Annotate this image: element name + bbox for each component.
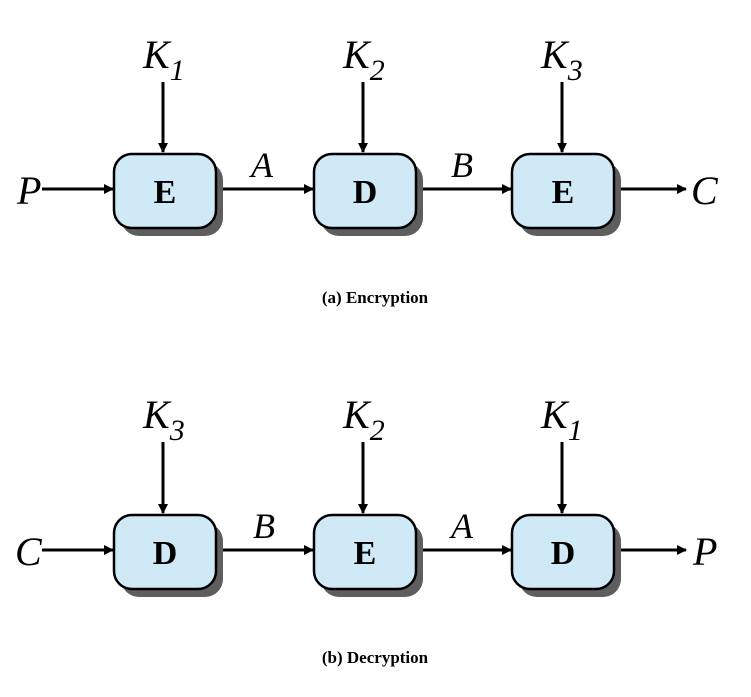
decryption-input-label: C <box>15 529 43 574</box>
encryption-box-1 <box>112 152 218 230</box>
decryption-stage-1: K3 D <box>112 392 223 597</box>
decryption-op-1: D <box>153 535 178 572</box>
encryption-op-1: E <box>154 174 177 211</box>
encryption-output-label: C <box>691 168 719 213</box>
encryption-link-label-2: B <box>451 145 473 185</box>
encryption-caption: (a) Encryption <box>322 288 429 307</box>
encryption-link-label-1: A <box>249 145 274 185</box>
decryption-link-label-2: A <box>449 506 474 546</box>
decryption-output-label: P <box>692 529 717 574</box>
encryption-key-2: K2 <box>342 32 385 87</box>
encryption-box-3 <box>510 152 616 230</box>
decryption-box-1 <box>112 513 218 591</box>
decryption-diagram: C P B A K3 D K2 E K1 D (b) De <box>15 392 717 667</box>
decryption-box-3 <box>510 513 616 591</box>
encryption-key-3: K3 <box>540 32 583 87</box>
decryption-caption: (b) Decryption <box>322 648 429 667</box>
encryption-stage-2: K2 D <box>312 32 423 236</box>
decryption-box-2 <box>312 513 418 591</box>
decryption-key-3: K1 <box>540 392 583 447</box>
decryption-stage-2: K2 E <box>312 392 423 597</box>
decryption-link-label-1: B <box>253 506 275 546</box>
encryption-stage-3: K3 E <box>510 32 621 236</box>
encryption-stage-1: K1 E <box>112 32 223 236</box>
encryption-key-1: K1 <box>142 32 185 87</box>
decryption-op-3: D <box>551 535 576 572</box>
encryption-box-2 <box>312 152 418 230</box>
encryption-diagram: P C A B K1 E K2 D K3 <box>16 32 719 307</box>
encryption-op-3: E <box>552 174 575 211</box>
encryption-op-2: D <box>353 174 378 211</box>
decryption-op-2: E <box>354 535 377 572</box>
encryption-input-label: P <box>16 168 41 213</box>
decryption-key-2: K2 <box>342 392 385 447</box>
decryption-stage-3: K1 D <box>510 392 621 597</box>
decryption-key-1: K3 <box>142 392 185 447</box>
